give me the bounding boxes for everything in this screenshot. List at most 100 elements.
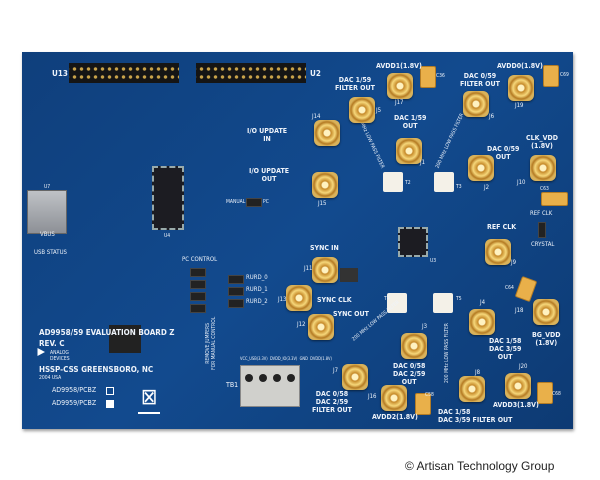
sma-connector-j18[interactable] xyxy=(533,299,559,325)
jumper[interactable] xyxy=(190,268,206,277)
transformer-t4 xyxy=(387,293,407,313)
label-j18: J18 xyxy=(515,307,524,314)
label-u7: U7 xyxy=(44,184,51,190)
label-c36: C36 xyxy=(436,73,445,79)
variant-1: AD9958/PCBZ xyxy=(52,386,97,394)
label-j8: J8 xyxy=(475,369,481,376)
chip-sync xyxy=(340,268,358,282)
chip-u8 xyxy=(109,325,141,353)
label-avdd0: AVDD0(1.8V) xyxy=(497,62,543,70)
analog-devices-logo xyxy=(37,348,45,356)
label-j13: J13 xyxy=(278,296,287,303)
label-io-update-in: I/O UPDATE IN xyxy=(247,127,288,143)
label-remove-jumpers: REMOVE JUMPERS FOR MANUAL CONTROL xyxy=(205,316,217,370)
sma-connector-j8[interactable] xyxy=(459,376,485,402)
label-j12: J12 xyxy=(297,321,306,328)
capacitor-c58 xyxy=(415,393,431,415)
sma-connector-j9[interactable] xyxy=(485,239,511,265)
sma-connector-j17[interactable] xyxy=(387,73,413,99)
label-bg-vdd: BG_VDD (1.8V) xyxy=(532,331,561,347)
jumper[interactable] xyxy=(190,280,206,289)
transformer-t2 xyxy=(383,172,403,192)
sma-connector-j11[interactable] xyxy=(312,257,338,283)
sma-connector-j10[interactable] xyxy=(530,155,556,181)
label-c69: C69 xyxy=(560,72,569,78)
label-pc: PC xyxy=(263,199,269,205)
label-rurd-1: RURD_1 xyxy=(246,286,268,293)
watermark: © Artisan Technology Group xyxy=(405,459,555,473)
label-manual: MANUAL xyxy=(226,199,246,205)
label-j1: J1 xyxy=(420,159,426,166)
label-c64: C64 xyxy=(505,285,514,291)
sma-connector-j4[interactable] xyxy=(469,309,495,335)
label-j11: J11 xyxy=(304,265,313,272)
variant-2-checkbox xyxy=(106,400,114,408)
label-u4: U4 xyxy=(164,233,171,239)
sma-connector-j13[interactable] xyxy=(286,285,312,311)
label-j6: J6 xyxy=(489,113,495,120)
label-rurd-2: RURD_2 xyxy=(246,298,268,305)
label-crystal: CRYSTAL xyxy=(531,241,555,248)
label-j3: J3 xyxy=(422,323,428,330)
sma-connector-j3[interactable] xyxy=(401,333,427,359)
label-t4: T4 xyxy=(384,296,390,302)
sma-connector-j14[interactable] xyxy=(314,120,340,146)
label-c68: C68 xyxy=(552,391,561,397)
label-avdd3: AVDD3(1.8V) xyxy=(493,401,539,409)
sma-connector-j16[interactable] xyxy=(381,385,407,411)
jumper[interactable] xyxy=(190,292,206,301)
label-sync-in: SYNC IN xyxy=(310,244,339,252)
label-t5: T5 xyxy=(456,296,462,302)
label-j9: J9 xyxy=(511,259,517,266)
label-pc-control: PC CONTROL xyxy=(182,256,218,263)
label-c63: C63 xyxy=(540,186,549,192)
label-avdd1: AVDD1(1.8V) xyxy=(376,62,422,70)
sma-connector-j1[interactable] xyxy=(396,138,422,164)
variant-1-checkbox xyxy=(106,387,114,395)
jumper-pc-ctrl[interactable] xyxy=(246,198,262,207)
label-j5: J5 xyxy=(376,107,382,114)
label-t3: T3 xyxy=(456,184,462,190)
label-j14: J14 xyxy=(312,113,321,120)
label-dac1-58-filter-out: DAC 1/58 DAC 3/59 FILTER OUT xyxy=(438,408,513,424)
chip-u4 xyxy=(152,166,184,230)
label-ref-clk: REF CLK xyxy=(487,223,517,231)
label-tb-pins: VCC_USB(3.3V) DVDD_IO(3.3V) GND DVDD(1.8… xyxy=(240,356,332,361)
sma-connector-j6[interactable] xyxy=(463,91,489,117)
label-j10: J10 xyxy=(517,179,526,186)
sma-connector-j2[interactable] xyxy=(468,155,494,181)
label-dac1-58-out: DAC 1/58 DAC 3/59 OUT xyxy=(489,337,522,361)
board-title: AD9958/59 EVALUATION BOARD Z xyxy=(39,328,175,337)
brand-label: ANALOG DEVICES xyxy=(50,350,70,362)
label-u13: U13 xyxy=(52,69,68,78)
sma-connector-j7[interactable] xyxy=(342,364,368,390)
jumper-ref-clk[interactable] xyxy=(538,222,546,238)
variant-2: AD9959/PCBZ xyxy=(52,399,97,407)
board-year: 2004 USA xyxy=(39,375,62,381)
label-j15: J15 xyxy=(318,200,327,207)
label-j2: J2 xyxy=(484,184,490,191)
label-u3: U3 xyxy=(430,258,437,264)
jumper[interactable] xyxy=(190,304,206,313)
capacitor-c63 xyxy=(541,192,568,206)
jumper-rurd-0[interactable] xyxy=(228,275,244,284)
capacitor-c36 xyxy=(420,66,436,88)
sma-connector-j5[interactable] xyxy=(349,97,375,123)
label-sync-clk: SYNC CLK xyxy=(317,296,352,304)
label-j20: J20 xyxy=(519,363,528,370)
jumper-rurd-2[interactable] xyxy=(228,299,244,308)
header-u2 xyxy=(196,63,306,83)
label-rurd-0: RURD_0 xyxy=(246,274,268,281)
label-tb1: TB1 xyxy=(226,381,239,389)
sma-connector-j15[interactable] xyxy=(312,172,338,198)
label-u2: U2 xyxy=(310,69,321,78)
board-location: HSSP-CSS GREENSBORO, NC xyxy=(39,365,154,374)
jumper-rurd-1[interactable] xyxy=(228,287,244,296)
sma-connector-j12[interactable] xyxy=(308,314,334,340)
sma-connector-j20[interactable] xyxy=(505,373,531,399)
label-t2: T2 xyxy=(405,180,411,186)
label-dac0-59-filter-out: DAC 0/59 FILTER OUT xyxy=(460,72,500,88)
capacitor-c69 xyxy=(543,65,559,87)
sma-connector-j19[interactable] xyxy=(508,75,534,101)
terminal-block-tb1[interactable] xyxy=(240,365,300,407)
